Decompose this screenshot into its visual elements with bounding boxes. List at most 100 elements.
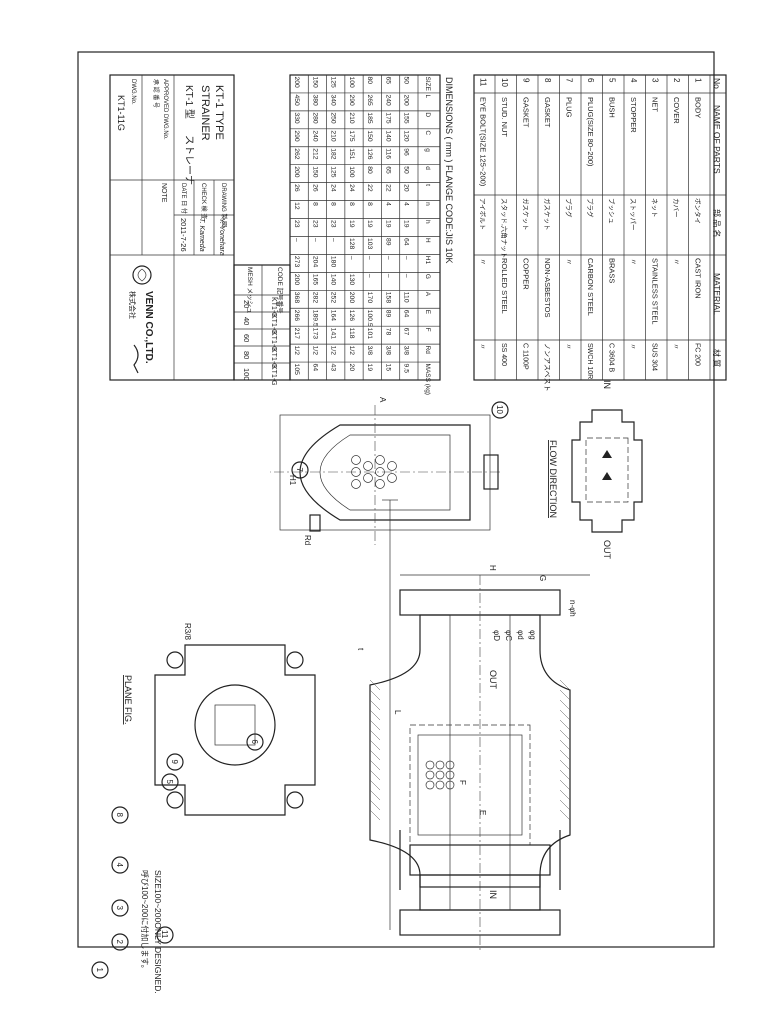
- dim-cell: 50: [403, 77, 410, 85]
- screen-hole: [351, 455, 361, 465]
- dim-c-label: φC: [504, 630, 513, 641]
- mesh-value-cell: 100: [242, 368, 251, 381]
- parts-cell: 〃: [629, 258, 638, 266]
- parts-cell: SWCH 10R: [586, 343, 593, 379]
- dim-cell: –: [366, 274, 373, 278]
- parts-table: No NAME OF PARTS 部 品 名 MATERIAL 材 質 1BOD…: [473, 74, 727, 392]
- screen-hole: [387, 461, 397, 471]
- parts-cell: STOPPER: [629, 97, 638, 133]
- dwg-no-value: KT1-11G: [116, 95, 126, 131]
- dim-cell: 290: [348, 94, 355, 106]
- dim-cell: 141: [330, 328, 337, 340]
- dim-header-cell: Rd: [424, 346, 431, 355]
- screen-hole: [363, 473, 373, 483]
- dim-cell: 3/8: [384, 346, 391, 356]
- dim-cell: 175: [348, 130, 355, 142]
- dimensions-table: DIMENSIONS ( mm ) FLANGE CODE:JIS 10K SI…: [289, 74, 454, 395]
- parts-cell: カバー: [672, 198, 680, 218]
- dim-cell: 103: [366, 238, 373, 250]
- balloon-label: 1: [95, 968, 104, 973]
- dim-f-label: F: [458, 780, 467, 785]
- dim-cell: 1/2: [330, 346, 337, 356]
- dim-cell: 280: [311, 112, 318, 124]
- balloon-10: [491, 401, 509, 419]
- dim-cell: 1/2: [293, 346, 300, 356]
- dim-cell: 4: [384, 202, 391, 206]
- parts-cell: 〃: [479, 343, 486, 350]
- mesh-code-cell: KT1-G: [270, 348, 277, 369]
- flow-out-label: OUT: [602, 540, 612, 560]
- dim-cell: 212: [311, 148, 318, 160]
- screen-hole: [435, 760, 445, 770]
- company-logo-icon: [132, 265, 152, 285]
- dim-cell: 180: [330, 256, 337, 268]
- parts-cell: 〃: [565, 258, 574, 266]
- dim-cell: 64: [311, 364, 318, 372]
- dim-header-cell: SIZE: [424, 77, 431, 92]
- dim-cell: –: [330, 238, 337, 242]
- balloon-label: 7: [295, 468, 304, 473]
- dim-cell: 12: [293, 202, 300, 210]
- dim-cell: 8: [348, 202, 355, 206]
- dim-cell: 19: [366, 220, 373, 228]
- screen-hole: [351, 467, 361, 477]
- parts-cell: アイボルト: [479, 198, 487, 230]
- dim-cell: 80: [366, 166, 373, 174]
- parts-cell: ガスケット: [543, 198, 552, 231]
- dim-a-label: A: [378, 397, 387, 403]
- dim-cell: 110: [403, 292, 410, 303]
- dim-cell: 89: [384, 238, 391, 246]
- screen-hole: [435, 770, 445, 780]
- dim-cell: 67: [403, 328, 410, 336]
- dim-cell: 24: [348, 184, 355, 192]
- dim-h1-label: H1: [288, 475, 297, 486]
- balloon-label: 8: [115, 813, 124, 818]
- parts-cell: GASKET: [522, 97, 531, 128]
- dim-cell: 24: [330, 184, 337, 192]
- dim-header-cell: g: [424, 148, 431, 152]
- dim-cell: 100.5: [366, 310, 373, 327]
- dim-nh-label: n-φh: [568, 600, 577, 617]
- mesh-code-cell: KT1-G: [270, 365, 277, 386]
- balloon-3: [111, 899, 129, 917]
- flow-direction-figure: IN OUT FLOW DIRECTION: [548, 380, 643, 560]
- out-label: OUT: [488, 670, 498, 690]
- parts-cell: 7: [565, 78, 574, 83]
- balloon-label: 10: [495, 405, 504, 414]
- dim-cell: 290: [293, 130, 300, 142]
- dim-cell: –: [293, 238, 300, 242]
- screen-hole: [375, 479, 385, 489]
- mesh-value-cell: 60: [242, 334, 251, 342]
- title-en-2: STRAINER: [199, 85, 211, 141]
- dim-cell: 101: [366, 328, 373, 340]
- flow-in-label: IN: [602, 380, 612, 389]
- in-label: IN: [488, 890, 498, 899]
- dim-cell: 4: [403, 202, 410, 206]
- dim-cell: 173: [311, 328, 318, 340]
- stud-nut: [483, 454, 499, 490]
- dim-cell: 204: [311, 256, 318, 268]
- date-label: DATE 日 付: [180, 183, 188, 214]
- parts-cell: BRASS: [608, 258, 617, 283]
- dim-cell: 170: [366, 292, 373, 304]
- dim-cell: 19: [366, 364, 373, 372]
- balloon-label: 3: [115, 906, 124, 911]
- flow-direction-label: FLOW DIRECTION: [548, 440, 558, 518]
- dim-cell: 200: [293, 274, 300, 286]
- dim-cell: 266: [293, 310, 300, 322]
- dim-cell: 96: [403, 148, 410, 156]
- dim-l-label: L: [393, 710, 402, 715]
- parts-cell: ROLLED STEEL: [500, 258, 509, 314]
- parts-cell: NET: [651, 97, 660, 112]
- mesh-value-cell: 80: [242, 351, 251, 359]
- dim-d-label: φd: [516, 630, 525, 640]
- dim-cell: 15: [384, 364, 391, 372]
- dim-header-cell: D: [424, 112, 431, 117]
- dim-cell: 240: [311, 130, 318, 142]
- parts-header-jp: 部 品 名: [712, 209, 722, 237]
- parts-cell: STAINLESS STEEL: [651, 258, 660, 325]
- dwg-no-label: DWG.No.: [130, 79, 136, 105]
- balloon-8: [111, 806, 129, 824]
- screen-hole: [445, 770, 455, 780]
